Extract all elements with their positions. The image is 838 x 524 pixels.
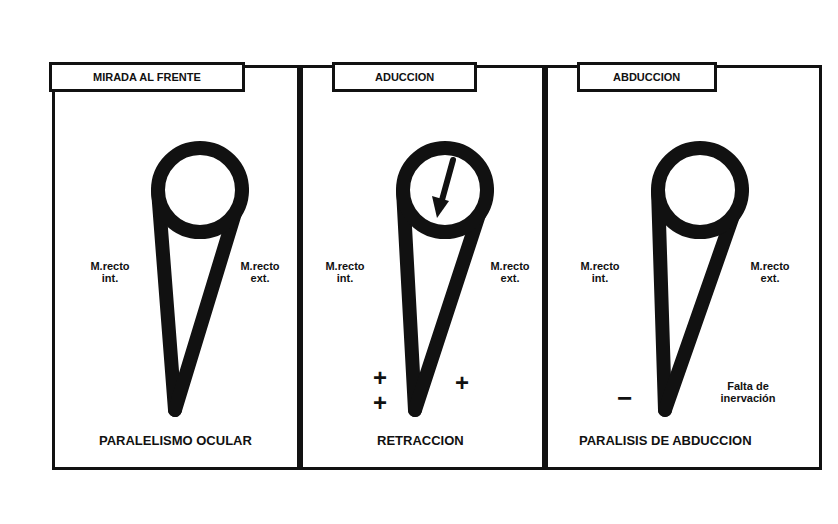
muscle-label: M.recto int. (317, 260, 373, 284)
muscle-label: M.recto ext. (482, 260, 538, 284)
header-box: ADUCCION (332, 62, 477, 92)
sign-symbol: + (455, 370, 469, 396)
sign-symbol: + (373, 365, 387, 391)
movement-arrow (432, 160, 453, 218)
header-title: MIRADA AL FRENTE (93, 71, 201, 83)
muscle-label: M.recto int. (572, 260, 628, 284)
header-title: ABDUCCION (613, 71, 680, 83)
muscle-label: M.recto ext. (232, 260, 288, 284)
header-box: MIRADA AL FRENTE (49, 62, 245, 92)
muscle-label: Falta de inervación (708, 380, 788, 404)
header-title: ADUCCION (375, 71, 434, 83)
sign-symbol: − (617, 384, 632, 413)
eye-muscle-figure (158, 148, 242, 410)
muscle-label: M.recto ext. (742, 260, 798, 284)
eye-muscle-figure (658, 148, 742, 410)
sign-symbol: + (373, 390, 387, 416)
panel-caption: RETRACCION (377, 433, 464, 448)
muscle-label: M.recto int. (82, 260, 138, 284)
panel-caption: PARALISIS DE ABDUCCION (579, 433, 752, 448)
header-box: ABDUCCION (577, 62, 717, 92)
panel-caption: PARALELISMO OCULAR (99, 433, 252, 448)
eye-muscle-figure (403, 148, 487, 410)
